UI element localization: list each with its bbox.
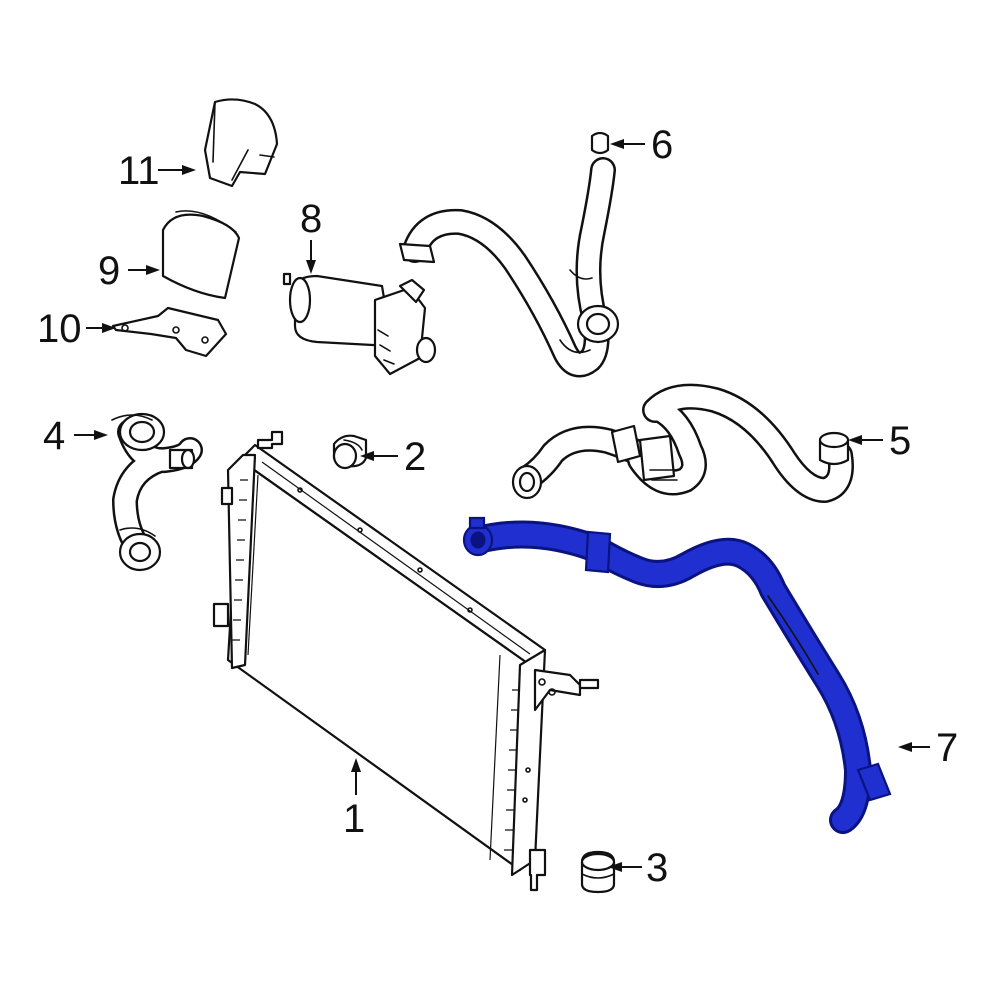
callout-6: 6	[651, 123, 673, 167]
callout-8: 8	[300, 197, 322, 241]
callout-11: 11	[118, 149, 160, 193]
part-plug[interactable]	[332, 434, 368, 470]
part-hose-top[interactable]	[398, 131, 620, 378]
part-sleeve[interactable]	[161, 210, 241, 300]
part-water-pump[interactable]	[282, 272, 437, 376]
callout-2: 2	[404, 435, 426, 479]
callout-10: 10	[37, 307, 82, 351]
callout-numbers: 1 2 3 4 5 6 7 8 9 10 11	[37, 123, 958, 890]
callout-1: 1	[343, 797, 365, 841]
part-shield[interactable]	[203, 98, 279, 188]
part-radiator[interactable]	[212, 430, 600, 892]
callout-5: 5	[889, 419, 911, 463]
part-bracket[interactable]	[111, 306, 228, 358]
callout-4: 4	[43, 414, 65, 458]
callout-3: 3	[646, 846, 668, 890]
part-hose-right[interactable]	[511, 383, 854, 503]
part-hose-highlighted[interactable]	[462, 516, 892, 834]
callout-7: 7	[936, 726, 958, 770]
leader-lines	[74, 139, 930, 872]
callout-9: 9	[98, 249, 120, 293]
part-bushing[interactable]	[580, 850, 616, 894]
part-hose-left[interactable]	[111, 412, 203, 572]
